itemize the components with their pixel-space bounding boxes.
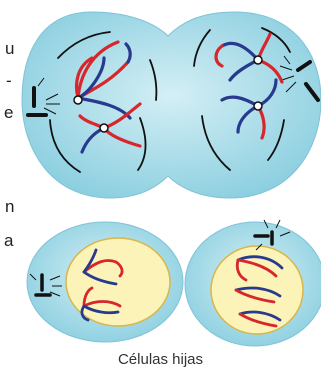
caption-daughter-cells: Células hijas — [0, 351, 321, 368]
left-margin-fragment-2: - — [6, 72, 12, 89]
left-margin-fragment-3: e — [4, 104, 13, 121]
daughter-cell-left — [27, 222, 183, 342]
daughter-cell-right — [185, 220, 321, 346]
left-margin-fragment-1: u — [5, 40, 14, 57]
left-margin-fragment-4: n — [5, 198, 14, 215]
right-centromere-upper — [254, 56, 262, 64]
left-margin-fragment-5: a — [4, 232, 13, 249]
left-centromere-upper — [74, 96, 82, 104]
dividing-cell — [22, 12, 321, 198]
dividing-cell-cytoplasm — [22, 12, 321, 198]
right-centromere-lower — [254, 102, 262, 110]
left-centromere-lower — [100, 124, 108, 132]
